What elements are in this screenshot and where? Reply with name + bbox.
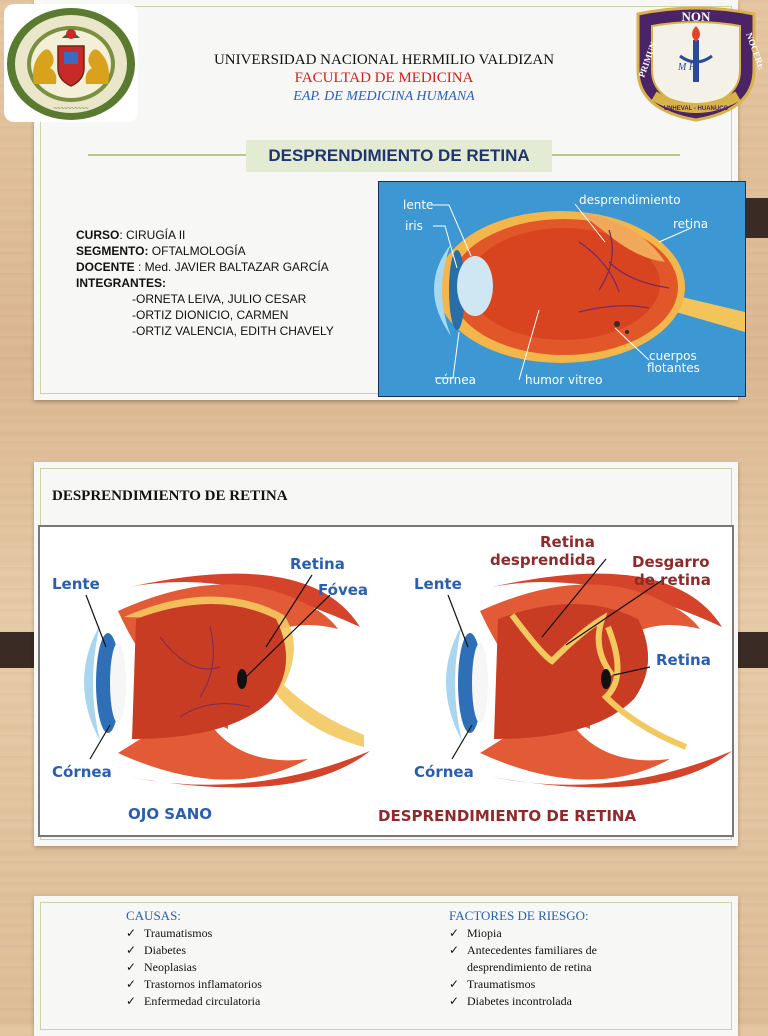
check-icon: ✓ [449,977,460,991]
member-item: -ORTIZ VALENCIA, EDITH CHAVELY [132,324,334,338]
detached-eye-caption: DESPRENDIMIENTO DE RETINA [378,807,636,825]
desgarro-label-1: Desgarro [632,553,710,571]
check-icon: ✓ [126,960,137,974]
university-seal-logo: ~~~~~~~~~~ [4,4,138,122]
check-icon: ✓ [126,926,137,940]
slide-title: DESPRENDIMIENTO DE RETINA [246,140,552,172]
docente-label: DOCENTE [76,260,135,274]
healthy-retina-label: Retina [290,555,345,573]
desgarro-label-2: de retina [634,571,711,589]
label-flotantes: flotantes [647,361,700,375]
integrantes-label: INTEGRANTES: [76,276,166,290]
seal-bottom-text: UNHEVAL - HUANUCO [664,106,729,112]
check-icon: ✓ [449,943,460,957]
member-item: -ORTIZ DIONICIO, CARMEN [132,308,289,322]
causes-slide [34,896,738,1036]
svg-text:~~~~~~~~~~: ~~~~~~~~~~ [53,106,89,112]
list-item: ✓Miopia [449,926,502,940]
healthy-cornea-label: Córnea [52,763,112,781]
slide2-title: DESPRENDIMIENTO DE RETINA [52,488,288,504]
healthy-lente-label: Lente [52,575,100,593]
label-cuerpos: cuerpos [649,349,697,363]
list-item: ✓Neoplasias [126,960,197,974]
university-name: UNIVERSIDAD NACIONAL HERMILIO VALDIZAN [213,52,555,68]
check-icon: ✓ [126,977,137,991]
healthy-eye-caption: OJO SANO [128,805,212,823]
causas-column: CAUSAS: ✓Traumatismos ✓Diabetes ✓Neoplas… [126,908,262,1010]
label-desprendimiento: desprendimiento [579,193,681,207]
healthy-fovea-label: Fóvea [318,581,368,599]
list-item: ✓Traumatismos [126,926,213,940]
list-item: ✓Diabetes incontrolada [449,994,572,1008]
list-item: ✓Enfermedad circulatoria [126,994,261,1008]
curso-label: CURSO [76,228,120,242]
list-item: ✓Antecedentes familiares de desprendimie… [449,943,597,974]
label-lente: lente [403,198,433,212]
label-humor-vitreo: humor vitreo [525,373,603,387]
segmento-label: SEGMENTO: [76,244,149,258]
retina-desprendida-label-2: desprendida [490,551,596,569]
detached-lente-label: Lente [414,575,462,593]
causas-heading: CAUSAS: [126,908,181,923]
seal-top-text: NON [682,9,712,24]
docente-value: : Med. JAVIER BALTAZAR GARCÍA [134,260,329,274]
check-icon: ✓ [126,994,137,1008]
check-icon: ✓ [449,926,460,940]
seal-letters: M H [677,62,697,73]
list-item: ✓Diabetes [126,943,186,957]
detached-retina-label: Retina [656,651,711,669]
factores-heading: FACTORES DE RIESGO: [449,908,589,923]
factores-column: FACTORES DE RIESGO: ✓Miopia ✓Antecedente… [449,908,649,1010]
faculty-name: FACULTAD DE MEDICINA [294,70,474,86]
curso-value: : CIRUGÍA II [119,228,186,242]
check-icon: ✓ [126,943,137,957]
faculty-seal-logo: NON PRIMUN NOCERE M H UNHEVAL - HUANUCO [630,4,767,122]
course-info: CURSO: CIRUGÍA II SEGMENTO: OFTALMOLOGÍA… [76,227,334,339]
side-tab [734,632,768,668]
detached-cornea-label: Córnea [414,763,474,781]
school-name: EAP. DE MEDICINA HUMANA [293,89,475,104]
eye-diagram-detachment: lente iris desprendimiento retina cuerpo… [378,181,746,397]
title-divider-right [552,154,680,156]
list-item: ✓Trastornos inflamatorios [126,977,262,991]
list-item: ✓Traumatismos [449,977,536,991]
label-retina: retina [673,217,708,231]
check-icon: ✓ [449,994,460,1008]
side-tab [0,632,34,668]
retina-desprendida-label-1: Retina [540,533,595,551]
label-iris: iris [405,219,423,233]
segmento-value: OFTALMOLOGÍA [148,244,246,258]
title-divider-left [88,154,246,156]
eye-comparison-diagram: Lente Retina Fóvea Córnea OJO SANO [38,525,734,837]
label-cornea: córnea [435,373,476,387]
member-item: -ORNETA LEIVA, JULIO CESAR [132,292,307,306]
